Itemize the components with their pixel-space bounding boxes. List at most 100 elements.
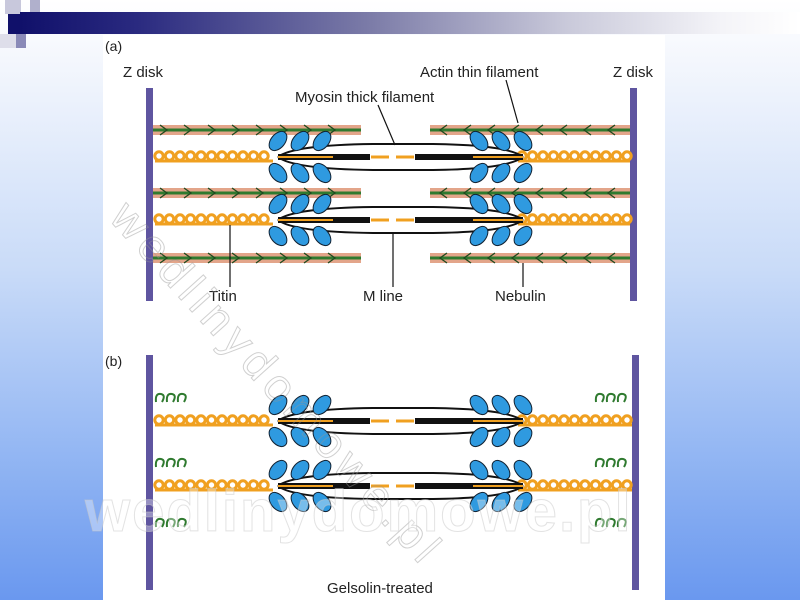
actin-chevron (606, 252, 616, 264)
nebulin-coil (154, 392, 165, 403)
actin-chevron (231, 252, 241, 264)
actin-chevron (606, 187, 616, 199)
titin-coil (216, 414, 228, 426)
nebulin-coil (605, 392, 616, 403)
myosin-head (290, 459, 310, 481)
label-m-line: M line (363, 288, 404, 305)
myosin-head (491, 491, 511, 513)
title-bar (20, 12, 800, 34)
myosin-head (491, 459, 511, 481)
titin-coil (174, 479, 186, 491)
actin-chevron (582, 187, 592, 199)
myosin-head (469, 459, 489, 481)
titin-coil (589, 150, 602, 162)
myosin-head (469, 491, 489, 513)
titin-coil (247, 213, 260, 225)
titin-coil (174, 150, 186, 162)
actin-chevron (462, 187, 472, 199)
m-line-box (370, 416, 415, 426)
myosin-head (290, 394, 310, 416)
m-line-dash (396, 218, 414, 222)
myosin-head (469, 130, 489, 152)
titin-coil (163, 213, 176, 225)
label-titin: Titin (209, 288, 237, 305)
titin-coil (579, 150, 591, 162)
myosin-head (491, 225, 511, 247)
titin-coil (237, 414, 249, 426)
myosin-head (513, 193, 533, 215)
myosin-head (290, 130, 310, 152)
actin-chevron (462, 124, 472, 136)
titin-coil (600, 213, 612, 225)
nebulin-coil (605, 457, 616, 468)
actin-chevron (231, 187, 241, 199)
titin-coil (226, 213, 239, 225)
nebulin-coil (594, 517, 605, 528)
nebulin-coil (616, 392, 627, 403)
nebulin-coil (594, 392, 605, 403)
myosin-head (513, 491, 533, 513)
titin-coil (537, 479, 549, 491)
titin-coil (153, 414, 165, 426)
myosin-head (469, 394, 489, 416)
actin-chevron (510, 252, 520, 264)
actin-chevron (582, 252, 592, 264)
myosin-head (491, 130, 511, 152)
myosin-head (268, 491, 288, 513)
actin-chevron (207, 252, 217, 264)
titin-coil (226, 150, 239, 162)
myosin-head (312, 394, 332, 416)
myosin-head (290, 491, 310, 513)
myosin-head (290, 426, 310, 448)
z-disk (632, 355, 639, 590)
nebulin-coil (165, 517, 176, 528)
actin-core (153, 256, 361, 260)
titin-coil (526, 479, 539, 491)
titin-coil (537, 414, 549, 426)
titin-coil (258, 150, 270, 162)
actin-chevron (279, 252, 289, 264)
titin-coil (205, 479, 218, 491)
decor-square (16, 34, 26, 48)
actin-chevron (582, 124, 592, 136)
titin-coil (568, 213, 581, 225)
nebulin-coil (594, 457, 605, 468)
decor-square (5, 0, 21, 14)
nebulin-coil (165, 457, 176, 468)
titin-coil (237, 213, 249, 225)
titin-coil (226, 479, 239, 491)
titin-coil (579, 479, 591, 491)
m-line-dash (371, 484, 389, 488)
titin-coil (610, 479, 623, 491)
actin-core (430, 128, 630, 132)
titin-coil (216, 213, 228, 225)
titin-coil (163, 150, 176, 162)
nebulin-coil (616, 457, 627, 468)
nebulin-coil (154, 517, 165, 528)
titin-coil (568, 479, 581, 491)
myosin-head (268, 162, 288, 184)
myosin-head (513, 225, 533, 247)
titin-coil (589, 414, 602, 426)
titin-coil (184, 479, 197, 491)
actin-chevron (327, 252, 337, 264)
titin-coil (195, 414, 207, 426)
actin-chevron (558, 124, 568, 136)
actin-chevron (534, 252, 544, 264)
actin-chevron (534, 187, 544, 199)
nebulin-coil (176, 392, 187, 403)
actin-chevron (183, 252, 193, 264)
myosin-head (469, 193, 489, 215)
m-line-box (370, 152, 415, 162)
label-nebulin: Nebulin (495, 288, 546, 305)
decor-square (30, 0, 40, 14)
titin-coil (258, 213, 270, 225)
actin-chevron (558, 187, 568, 199)
titin-coil (195, 479, 207, 491)
titin-coil (547, 213, 560, 225)
titin-coil (184, 150, 197, 162)
m-line-dash (371, 218, 389, 222)
titin-coil (237, 150, 249, 162)
titin-coil (568, 150, 581, 162)
titin-coil (547, 414, 560, 426)
